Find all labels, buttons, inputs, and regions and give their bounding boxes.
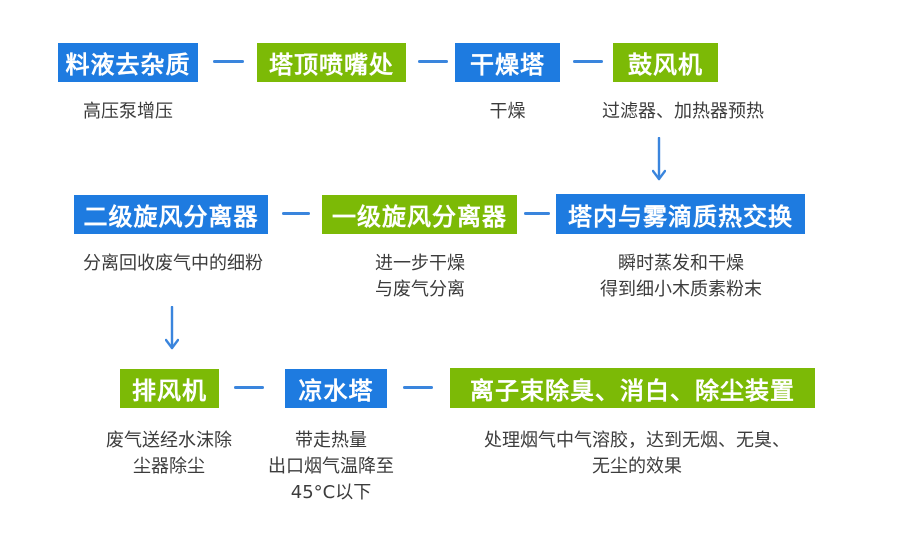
flow-node-label: 塔顶喷嘴处 — [269, 51, 394, 79]
node-description: 过滤器、加热器预热 — [602, 101, 764, 122]
node-description: 干燥 — [489, 101, 526, 122]
flow-node-label: 干燥塔 — [470, 51, 545, 79]
node-description: 进一步干燥 与废气分离 — [375, 253, 465, 300]
flow-node-label: 二级旋风分离器 — [83, 203, 259, 231]
flow-node-exhaust-fan: 排风机 — [120, 369, 224, 413]
node-description: 废气送经水沫除 尘器除尘 — [106, 430, 232, 477]
flow-node-label: 排风机 — [132, 377, 207, 405]
flow-node-primary-cyclone: 一级旋风分离器 — [322, 195, 522, 239]
flow-node-label: 一级旋风分离器 — [332, 203, 507, 231]
arrow-down-icon — [652, 137, 666, 181]
arrow-down-icon — [165, 306, 179, 350]
connector-line — [282, 212, 310, 215]
flow-node-label: 料液去杂质 — [65, 51, 191, 79]
flow-node-heat-exchange: 塔内与雾滴质热交换 — [556, 194, 810, 239]
connector-line — [234, 386, 264, 389]
connector-line — [524, 212, 550, 215]
node-description: 高压泵增压 — [83, 101, 173, 122]
connector-line — [418, 60, 448, 63]
flow-node-tower-top-nozzle: 塔顶喷嘴处 — [257, 43, 411, 87]
connector-line — [213, 60, 244, 63]
connector-line — [573, 60, 603, 63]
flow-node-label: 离子束除臭、消白、除尘装置 — [470, 376, 795, 405]
node-description: 处理烟气中气溶胶，达到无烟、无臭、 无尘的效果 — [484, 430, 790, 477]
flow-node-blower: 鼓风机 — [613, 43, 723, 87]
flow-node-label: 鼓风机 — [628, 51, 703, 79]
flow-node-label: 凉水塔 — [298, 377, 374, 405]
flow-node-label: 塔内与雾滴质热交换 — [568, 202, 793, 231]
flow-node-liquid-impurity: 料液去杂质 — [58, 43, 203, 87]
flow-node-secondary-cyclone: 二级旋风分离器 — [74, 195, 273, 239]
flow-node-ion-beam-device: 离子束除臭、消白、除尘装置 — [450, 368, 820, 413]
connector-line — [403, 386, 433, 389]
node-description: 分离回收废气中的细粉 — [83, 253, 263, 274]
flow-node-drying-tower: 干燥塔 — [455, 43, 565, 87]
node-description: 瞬时蒸发和干燥 得到细小木质素粉末 — [600, 253, 762, 300]
node-description: 带走热量 出口烟气温降至 45°C以下 — [268, 430, 394, 503]
flow-node-cooling-tower: 凉水塔 — [285, 369, 392, 413]
